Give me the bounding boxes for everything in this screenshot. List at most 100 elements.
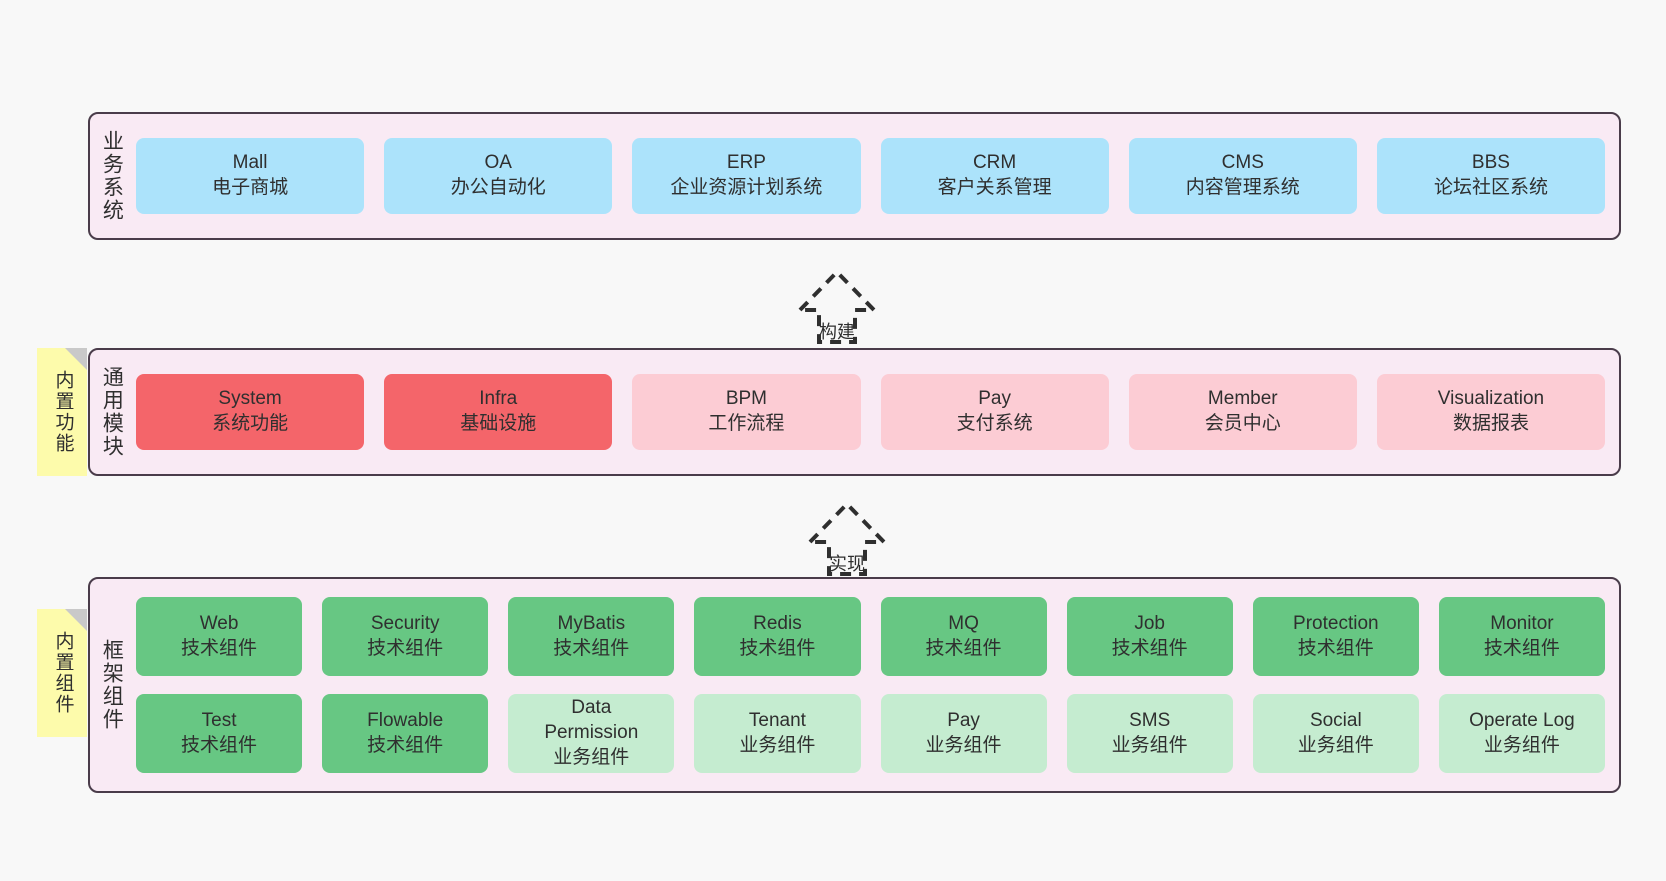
card-erp[interactable]: ERP 企业资源计划系统	[632, 138, 861, 214]
card-subtitle: 技术组件	[553, 637, 630, 659]
card-title: System	[218, 388, 282, 410]
card-mybatis[interactable]: MyBatis 技术组件	[508, 597, 675, 676]
card-title: Pay	[978, 388, 1011, 410]
card-title: Infra	[479, 388, 518, 410]
card-subtitle: 工作流程	[708, 413, 785, 434]
card-subtitle: 技术组件	[181, 637, 258, 659]
card-title: SMS	[1129, 709, 1171, 731]
card-row: System 系统功能 Infra 基础设施 BPM 工作流程 Pay 支付系统…	[136, 374, 1606, 450]
card-subtitle: 业务组件	[925, 734, 1002, 756]
card-subtitle: 业务组件	[1483, 734, 1560, 756]
layer-title-framework: 框架组件	[100, 639, 124, 731]
card-title: Protection	[1293, 612, 1379, 634]
layer-body-modules: System 系统功能 Infra 基础设施 BPM 工作流程 Pay 支付系统…	[132, 350, 1619, 474]
sticky-note-label: 内置功能	[52, 370, 74, 454]
card-title: ERP	[726, 152, 766, 174]
card-subtitle: 支付系统	[956, 413, 1033, 434]
card-subtitle: 客户关系管理	[937, 177, 1052, 198]
card-row: Web 技术组件 Security 技术组件 MyBatis 技术组件 Redi…	[136, 597, 1605, 676]
layer-title-business: 业务系统	[100, 130, 124, 222]
card-subtitle: 技术组件	[367, 637, 444, 659]
connector-implement-arrow: 实现	[772, 490, 922, 580]
card-subtitle: 内容管理系统	[1185, 177, 1300, 198]
card-subtitle: 论坛社区系统	[1433, 177, 1548, 198]
layer-body-business: Mall 电子商城 OA 办公自动化 ERP 企业资源计划系统 CRM 客户关系…	[132, 114, 1619, 238]
card-subtitle: 技术组件	[181, 734, 258, 756]
card-subtitle: 业务组件	[553, 746, 630, 768]
card-subtitle: 技术组件	[739, 637, 816, 659]
card-subtitle: 基础设施	[460, 413, 537, 434]
card-subtitle: 系统功能	[212, 413, 289, 434]
card-title: CMS	[1221, 152, 1264, 174]
card-row: Mall 电子商城 OA 办公自动化 ERP 企业资源计划系统 CRM 客户关系…	[136, 138, 1606, 214]
card-title: MQ	[948, 612, 979, 634]
card-job[interactable]: Job 技术组件	[1066, 597, 1233, 676]
card-data-permission[interactable]: Data Permission 业务组件	[508, 694, 675, 773]
card-title: BPM	[725, 388, 768, 410]
layer-framework-components: 框架组件 Web 技术组件 Security 技术组件 MyBatis 技术组件…	[88, 577, 1621, 793]
layer-business-systems: 业务系统 Mall 电子商城 OA 办公自动化 ERP 企业资源计划系统 CRM…	[88, 112, 1621, 240]
card-subtitle: 电子商城	[212, 177, 289, 198]
card-protection[interactable]: Protection 技术组件	[1252, 597, 1419, 676]
card-redis[interactable]: Redis 技术组件	[694, 597, 861, 676]
card-title: Web	[199, 612, 239, 634]
card-mq[interactable]: MQ 技术组件	[880, 597, 1047, 676]
card-flowable[interactable]: Flowable 技术组件	[322, 694, 489, 773]
card-sms[interactable]: SMS 业务组件	[1066, 694, 1233, 773]
card-title: Visualization	[1437, 388, 1545, 410]
card-title: BBS	[1471, 152, 1510, 174]
card-bbs[interactable]: BBS 论坛社区系统	[1376, 138, 1606, 214]
card-tenant[interactable]: Tenant 业务组件	[694, 694, 861, 773]
card-subtitle: 技术组件	[1111, 637, 1188, 659]
card-oa[interactable]: OA 办公自动化	[384, 138, 613, 214]
card-monitor[interactable]: Monitor 技术组件	[1438, 597, 1605, 676]
card-member[interactable]: Member 会员中心	[1128, 374, 1357, 450]
card-title: OA	[484, 152, 512, 174]
card-test[interactable]: Test 技术组件	[136, 694, 303, 773]
sticky-note-builtin-components: 内置组件	[37, 609, 87, 737]
card-row: Test 技术组件 Flowable 技术组件 Data Permission …	[136, 694, 1605, 773]
card-subtitle: 企业资源计划系统	[670, 177, 823, 198]
card-title: Operate Log	[1469, 709, 1575, 731]
card-social[interactable]: Social 业务组件	[1252, 694, 1419, 773]
card-cms[interactable]: CMS 内容管理系统	[1128, 138, 1357, 214]
page-fold-icon	[65, 348, 87, 370]
connector-build-label: 构建	[819, 322, 855, 342]
connector-build-arrow: 构建	[762, 258, 912, 348]
card-infra[interactable]: Infra 基础设施	[384, 374, 613, 450]
card-visualization[interactable]: Visualization 数据报表	[1376, 374, 1606, 450]
card-subtitle: 业务组件	[1111, 734, 1188, 756]
card-title: Test	[201, 709, 237, 731]
layer-common-modules: 通用模块 System 系统功能 Infra 基础设施 BPM 工作流程 Pay…	[88, 348, 1621, 476]
card-system[interactable]: System 系统功能	[136, 374, 365, 450]
sticky-note-label: 内置组件	[52, 631, 74, 715]
card-web[interactable]: Web 技术组件	[136, 597, 303, 676]
sticky-note-builtin-features: 内置功能	[37, 348, 87, 476]
card-subtitle: 业务组件	[739, 734, 816, 756]
card-title: Social	[1309, 709, 1362, 731]
card-security[interactable]: Security 技术组件	[322, 597, 489, 676]
card-subtitle: 技术组件	[1483, 637, 1560, 659]
card-title: MyBatis	[557, 612, 626, 634]
card-crm[interactable]: CRM 客户关系管理	[880, 138, 1109, 214]
card-mall[interactable]: Mall 电子商城	[136, 138, 365, 214]
page-fold-icon	[65, 609, 87, 631]
card-subtitle: 技术组件	[367, 734, 444, 756]
card-title: Flowable	[367, 709, 444, 731]
card-subtitle: 办公自动化	[450, 177, 546, 198]
card-subtitle: 业务组件	[1297, 734, 1374, 756]
layer-title-modules: 通用模块	[100, 366, 124, 458]
card-title: Mall	[232, 152, 268, 174]
card-subtitle: 技术组件	[1297, 637, 1374, 659]
card-title: Redis	[753, 612, 802, 634]
connector-implement-label: 实现	[829, 554, 865, 574]
card-title: Monitor	[1490, 612, 1554, 634]
card-title: Data Permission	[544, 697, 639, 744]
card-operate-log[interactable]: Operate Log 业务组件	[1438, 694, 1605, 773]
layer-body-framework: Web 技术组件 Security 技术组件 MyBatis 技术组件 Redi…	[132, 579, 1619, 791]
card-bpm[interactable]: BPM 工作流程	[632, 374, 861, 450]
card-subtitle: 数据报表	[1452, 413, 1529, 434]
card-pay-component[interactable]: Pay 业务组件	[880, 694, 1047, 773]
card-pay[interactable]: Pay 支付系统	[880, 374, 1109, 450]
card-title: CRM	[972, 152, 1017, 174]
